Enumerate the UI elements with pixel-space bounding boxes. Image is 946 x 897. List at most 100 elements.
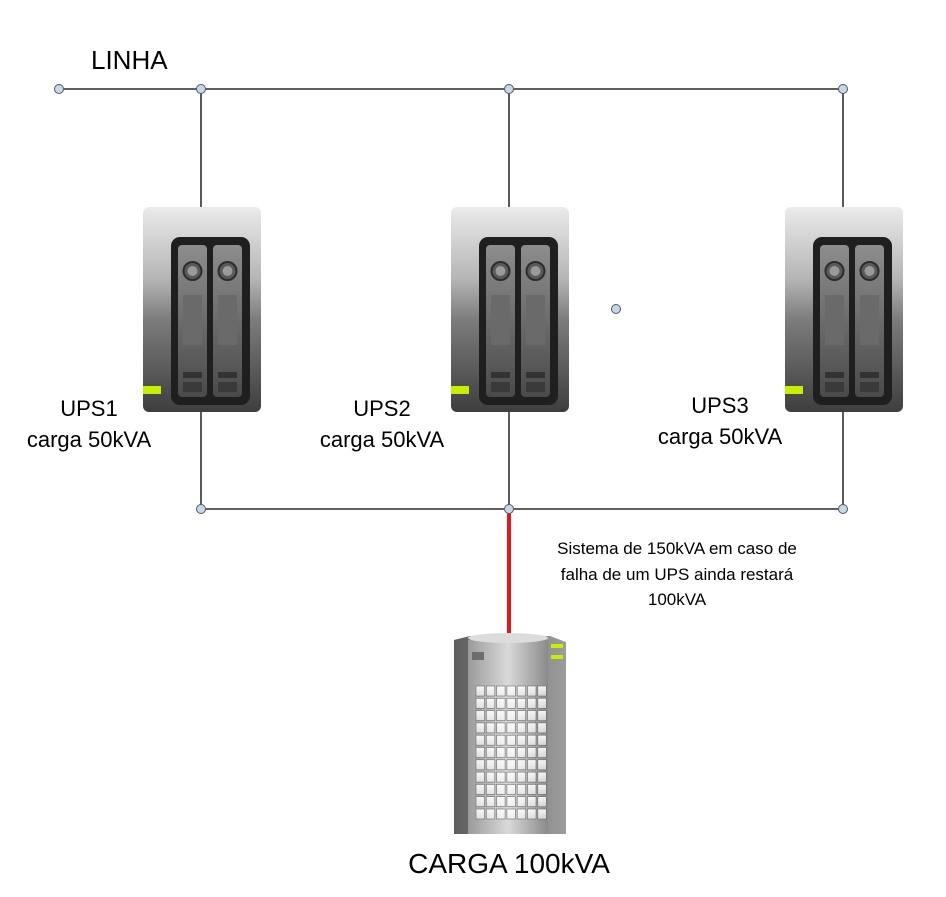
grill-cell [496, 771, 506, 783]
grill-cell [485, 734, 496, 746]
grill-cell [506, 759, 516, 771]
grill-cell [527, 710, 537, 721]
grill-cell [537, 808, 547, 820]
ups1-device [142, 206, 262, 413]
grill-cell [475, 784, 485, 795]
node [838, 504, 848, 514]
grill-cell [475, 796, 485, 808]
grill-cell [496, 759, 506, 771]
grill-cell [496, 747, 506, 758]
grill-cell [496, 808, 506, 820]
grill-cell [506, 796, 516, 808]
grill-cell [537, 771, 547, 783]
grill-cell [537, 784, 547, 795]
grill-cell [537, 722, 547, 734]
line-input-node [54, 84, 64, 94]
line-label: LINHA [91, 45, 168, 75]
grill-cell [475, 710, 485, 721]
grill-cell [537, 685, 547, 697]
grill-cell [516, 796, 527, 808]
grill-cell [516, 747, 527, 758]
grill-cell [485, 784, 496, 795]
grill-cell [537, 697, 547, 709]
grill-cell [527, 697, 537, 709]
grill-cell [506, 734, 516, 746]
node [196, 84, 206, 94]
grill-cell [475, 759, 485, 771]
grill-cell [485, 685, 496, 697]
grill-cell [516, 697, 527, 709]
grill-cell [496, 784, 506, 795]
grill-cell [485, 722, 496, 734]
grill-cell [475, 771, 485, 783]
grill-cell [537, 734, 547, 746]
note-line-2: falha de um UPS ainda restará [561, 565, 794, 584]
ups3-device [784, 206, 904, 413]
node [504, 84, 514, 94]
grill-cell [527, 722, 537, 734]
wiring [59, 88, 844, 510]
grill-cell [475, 734, 485, 746]
grill-cell [485, 771, 496, 783]
grill-cell [485, 808, 496, 820]
load-label: CARGA 100kVA [408, 848, 610, 879]
grill-cell [527, 734, 537, 746]
grill-cell [506, 747, 516, 758]
grill-cell [506, 808, 516, 820]
grill-cell [527, 796, 537, 808]
ups3-load: carga 50kVA [658, 424, 783, 449]
grill-cell [496, 697, 506, 709]
grill-cell [506, 784, 516, 795]
grill-cell [516, 759, 527, 771]
node [504, 504, 514, 514]
grill-cell [475, 697, 485, 709]
load-server-icon [454, 633, 566, 834]
grill-cell [485, 710, 496, 721]
ups2-load: carga 50kVA [320, 427, 445, 452]
grill-cell [516, 722, 527, 734]
grill-cell [496, 722, 506, 734]
grill-cell [506, 710, 516, 721]
grill-cell [496, 685, 506, 697]
grill-cell [485, 796, 496, 808]
grill-cell [516, 771, 527, 783]
grill-cell [506, 722, 516, 734]
ups1-load: carga 50kVA [27, 427, 152, 452]
grill-cell [475, 747, 485, 758]
grill-cell [527, 759, 537, 771]
grill-cell [537, 759, 547, 771]
node [838, 84, 848, 94]
grill-cell [496, 796, 506, 808]
grill-cell [516, 685, 527, 697]
grill-cell [485, 747, 496, 758]
grill-cell [475, 808, 485, 820]
grill-cell [516, 808, 527, 820]
grill-cell [485, 759, 496, 771]
ups2-name: UPS2 [353, 396, 410, 421]
node [196, 504, 206, 514]
note-line-3: 100kVA [648, 590, 707, 609]
connection-nodes [54, 84, 848, 514]
note-line-1: Sistema de 150kVA em caso de [557, 539, 797, 558]
grill-cell [537, 710, 547, 721]
grill-cell [506, 697, 516, 709]
grill-cell [475, 685, 485, 697]
ups2-device [450, 206, 570, 413]
grill-cell [527, 771, 537, 783]
grill-cell [516, 784, 527, 795]
grill-cell [496, 734, 506, 746]
grill-cell [527, 685, 537, 697]
grill-cell [527, 808, 537, 820]
grill-cell [496, 710, 506, 721]
grill-cell [506, 771, 516, 783]
ups3-name: UPS3 [691, 393, 748, 418]
stray-node [611, 304, 621, 314]
grill-cell [527, 747, 537, 758]
grill-cell [475, 722, 485, 734]
grill-cell [537, 796, 547, 808]
grill-cell [537, 747, 547, 758]
grill-cell [527, 784, 537, 795]
grill-cell [516, 734, 527, 746]
